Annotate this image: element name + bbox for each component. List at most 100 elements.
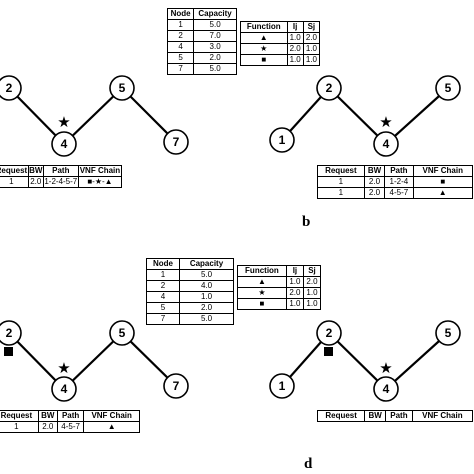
- cell: 1.0: [302, 43, 321, 55]
- cell: 1-2-4-5-7: [42, 176, 79, 188]
- star-icon: ★: [240, 43, 288, 55]
- cell: 2.0: [285, 287, 304, 299]
- header-capacity: Capacity: [193, 8, 237, 20]
- cell: 7: [146, 313, 180, 325]
- header-sj: Sj: [302, 265, 322, 277]
- svg-text:1: 1: [279, 133, 286, 147]
- edge-4-5: [63, 87, 123, 145]
- cell: 1.0: [302, 287, 322, 299]
- header-function: Function: [237, 265, 287, 277]
- edge-4-5: [63, 332, 123, 390]
- svg-text:4: 4: [383, 137, 390, 151]
- node-4: 4: [51, 131, 77, 157]
- cell: 5.0: [179, 269, 234, 281]
- cell: 1: [0, 176, 29, 188]
- cell: 2: [166, 30, 195, 42]
- edge-2-4: [8, 332, 65, 390]
- cell: 5: [146, 302, 180, 314]
- cell: 1: [166, 19, 195, 31]
- header-vnf-chain: VNF Chain: [77, 165, 123, 177]
- header-ij: Ij: [285, 265, 304, 277]
- cell: 2.0: [193, 52, 237, 64]
- header-path: Path: [42, 165, 79, 177]
- svg-text:2: 2: [6, 326, 13, 340]
- svg-text:5: 5: [119, 326, 126, 340]
- square-icon: ■: [237, 298, 287, 310]
- star-icon: ★: [237, 287, 287, 299]
- svg-text:5: 5: [119, 81, 126, 95]
- node-4: 4: [51, 376, 77, 402]
- cell: 7.0: [193, 30, 237, 42]
- cell: 2.0: [179, 302, 234, 314]
- triangle-icon: ▲: [237, 276, 287, 288]
- cell: 2.0: [363, 187, 386, 199]
- cell: 4-5-7: [56, 421, 85, 433]
- header-bw: BW: [37, 410, 58, 422]
- header-bw: BW: [364, 410, 387, 422]
- node-7: 7: [163, 129, 189, 155]
- cell: 1: [317, 187, 365, 199]
- triangle-icon: ▲: [240, 32, 288, 44]
- cell: 1.0: [302, 298, 322, 310]
- cell: 1.0: [286, 54, 304, 66]
- svg-text:7: 7: [173, 379, 180, 393]
- node-1: 1: [269, 373, 295, 399]
- node-2: 2: [0, 75, 22, 101]
- cell: 5.0: [193, 19, 237, 31]
- cell: 1.0: [302, 54, 321, 66]
- cell: 2.0: [302, 32, 321, 44]
- star-icon: ★: [57, 360, 70, 377]
- node-5: 5: [109, 320, 135, 346]
- header-request: Request: [316, 410, 366, 422]
- cell: 5: [166, 52, 195, 64]
- cell: 1-2-4: [384, 176, 414, 188]
- panel-label-b: b: [302, 214, 311, 230]
- node-7: 7: [163, 373, 189, 399]
- header-node: Node: [166, 8, 195, 20]
- node-2: 2: [316, 75, 342, 101]
- cell: 1.0: [286, 32, 304, 44]
- cell: ■: [412, 176, 473, 188]
- svg-text:5: 5: [445, 326, 452, 340]
- header-request: Request: [0, 165, 29, 177]
- header-request: Request: [0, 410, 39, 422]
- header-bw: BW: [363, 165, 386, 177]
- header-path: Path: [385, 410, 413, 422]
- cell: ▲: [83, 421, 140, 433]
- svg-text:4: 4: [61, 137, 68, 151]
- cell: 2.0: [286, 43, 304, 55]
- star-icon: ★: [379, 114, 392, 131]
- header-ij: Ij: [286, 21, 304, 33]
- edge-2-4: [8, 87, 65, 145]
- cell: 1.0: [285, 298, 304, 310]
- svg-text:1: 1: [279, 379, 286, 393]
- node-4: 4: [373, 376, 399, 402]
- cell: 2.0: [27, 176, 44, 188]
- node-5: 5: [435, 320, 461, 346]
- cell: ▲: [412, 187, 473, 199]
- header-path: Path: [56, 410, 85, 422]
- node-2: 2: [0, 320, 22, 346]
- cell: 4.0: [179, 280, 234, 292]
- cell: 1: [0, 421, 39, 433]
- square-icon: [4, 347, 13, 356]
- cell: 1.0: [285, 276, 304, 288]
- cell: 2.0: [363, 176, 386, 188]
- star-icon: ★: [379, 360, 392, 377]
- svg-text:4: 4: [61, 382, 68, 396]
- svg-text:4: 4: [383, 382, 390, 396]
- cell: 5.0: [193, 63, 237, 75]
- edge-4-5: [385, 332, 449, 390]
- svg-text:2: 2: [6, 81, 13, 95]
- svg-text:2: 2: [326, 81, 333, 95]
- edge-4-5: [385, 87, 449, 145]
- cell: 1.0: [179, 291, 234, 303]
- header-path: Path: [384, 165, 414, 177]
- header-capacity: Capacity: [179, 258, 234, 270]
